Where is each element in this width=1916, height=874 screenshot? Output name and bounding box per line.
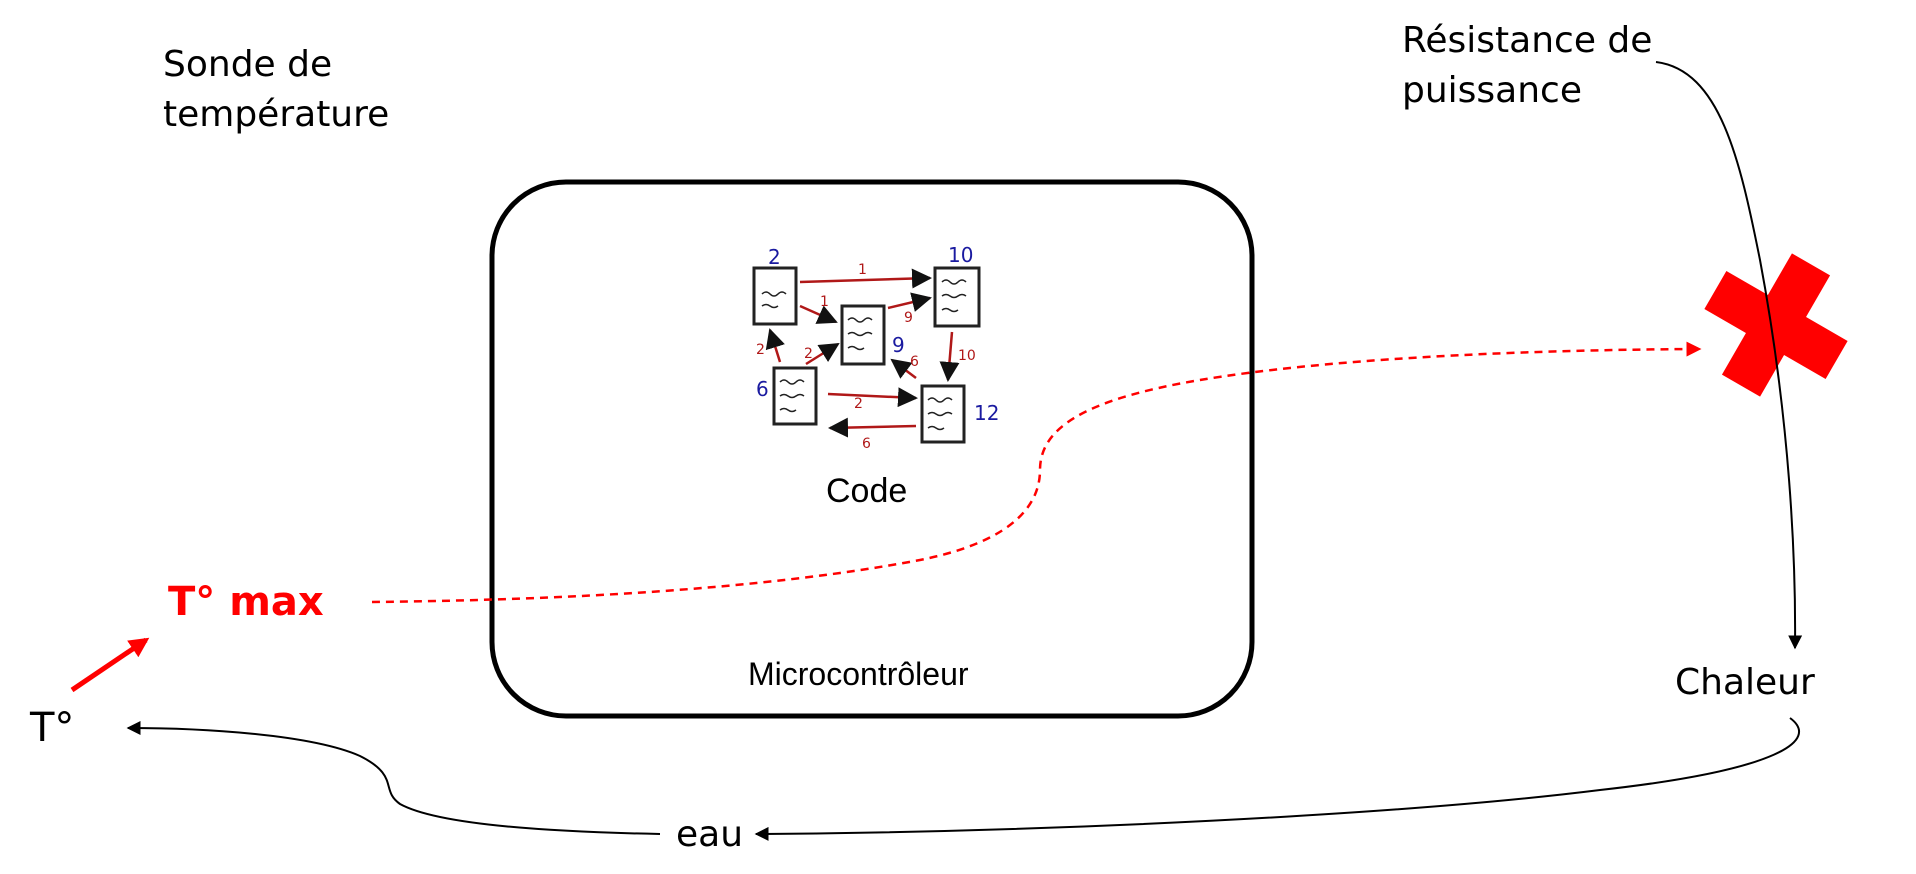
code-label: Code	[826, 472, 908, 510]
graph-node	[933, 266, 981, 328]
heat-to-water-arrow	[754, 717, 1800, 841]
graph-node-number: 2	[768, 245, 781, 269]
graph-edge	[887, 292, 932, 312]
graph-edge	[765, 328, 785, 363]
microcontroller-label: Microcontrôleur	[748, 656, 969, 692]
graph-edge	[827, 387, 918, 408]
graph-edge	[890, 358, 917, 379]
graph-edge-label: 1	[820, 294, 829, 310]
graph-node-number: 9	[892, 333, 905, 357]
graph-node	[840, 304, 886, 366]
resistance-cross-icon	[1704, 253, 1848, 397]
graph-edge	[805, 342, 840, 366]
graph-edge-label: 2	[804, 346, 813, 362]
graph-node-number: 12	[974, 401, 999, 425]
control-dashed-arrow	[371, 341, 1702, 604]
code-graph-icon: 2 10 9 6 12 1 1 9 2 2 6 10 2 6	[752, 243, 999, 452]
graph-edge-label: 2	[756, 342, 765, 358]
graph-node	[920, 384, 966, 444]
graph-edge-label: 2	[854, 396, 863, 412]
water-label: eau	[676, 814, 744, 855]
graph-edge-label: 1	[858, 262, 867, 278]
temp-rise-arrow	[70, 637, 150, 693]
graph-edge-label: 6	[910, 354, 919, 370]
temperature-label: T°	[30, 705, 75, 751]
water-to-temp-arrow	[126, 721, 661, 835]
heat-label: Chaleur	[1675, 662, 1815, 703]
graph-node-number: 10	[948, 243, 973, 267]
temperature-probe-label: Sonde de température	[163, 44, 390, 135]
power-resistor-label: Résistance de puissance	[1402, 20, 1653, 111]
graph-edge-label: 9	[904, 310, 913, 326]
graph-edge	[799, 268, 932, 289]
graph-node	[752, 266, 798, 326]
heat-flow-arrow	[1655, 61, 1803, 650]
graph-node-number: 6	[756, 377, 769, 401]
microcontroller-box	[489, 179, 1255, 719]
max-temperature-label: T° max	[168, 579, 324, 625]
graph-edge-label: 10	[958, 348, 976, 364]
graph-edge	[939, 331, 960, 382]
graph-node	[772, 366, 818, 426]
graph-edge-label: 6	[862, 436, 871, 452]
graph-edge	[828, 417, 917, 438]
graph-edge	[799, 304, 838, 324]
